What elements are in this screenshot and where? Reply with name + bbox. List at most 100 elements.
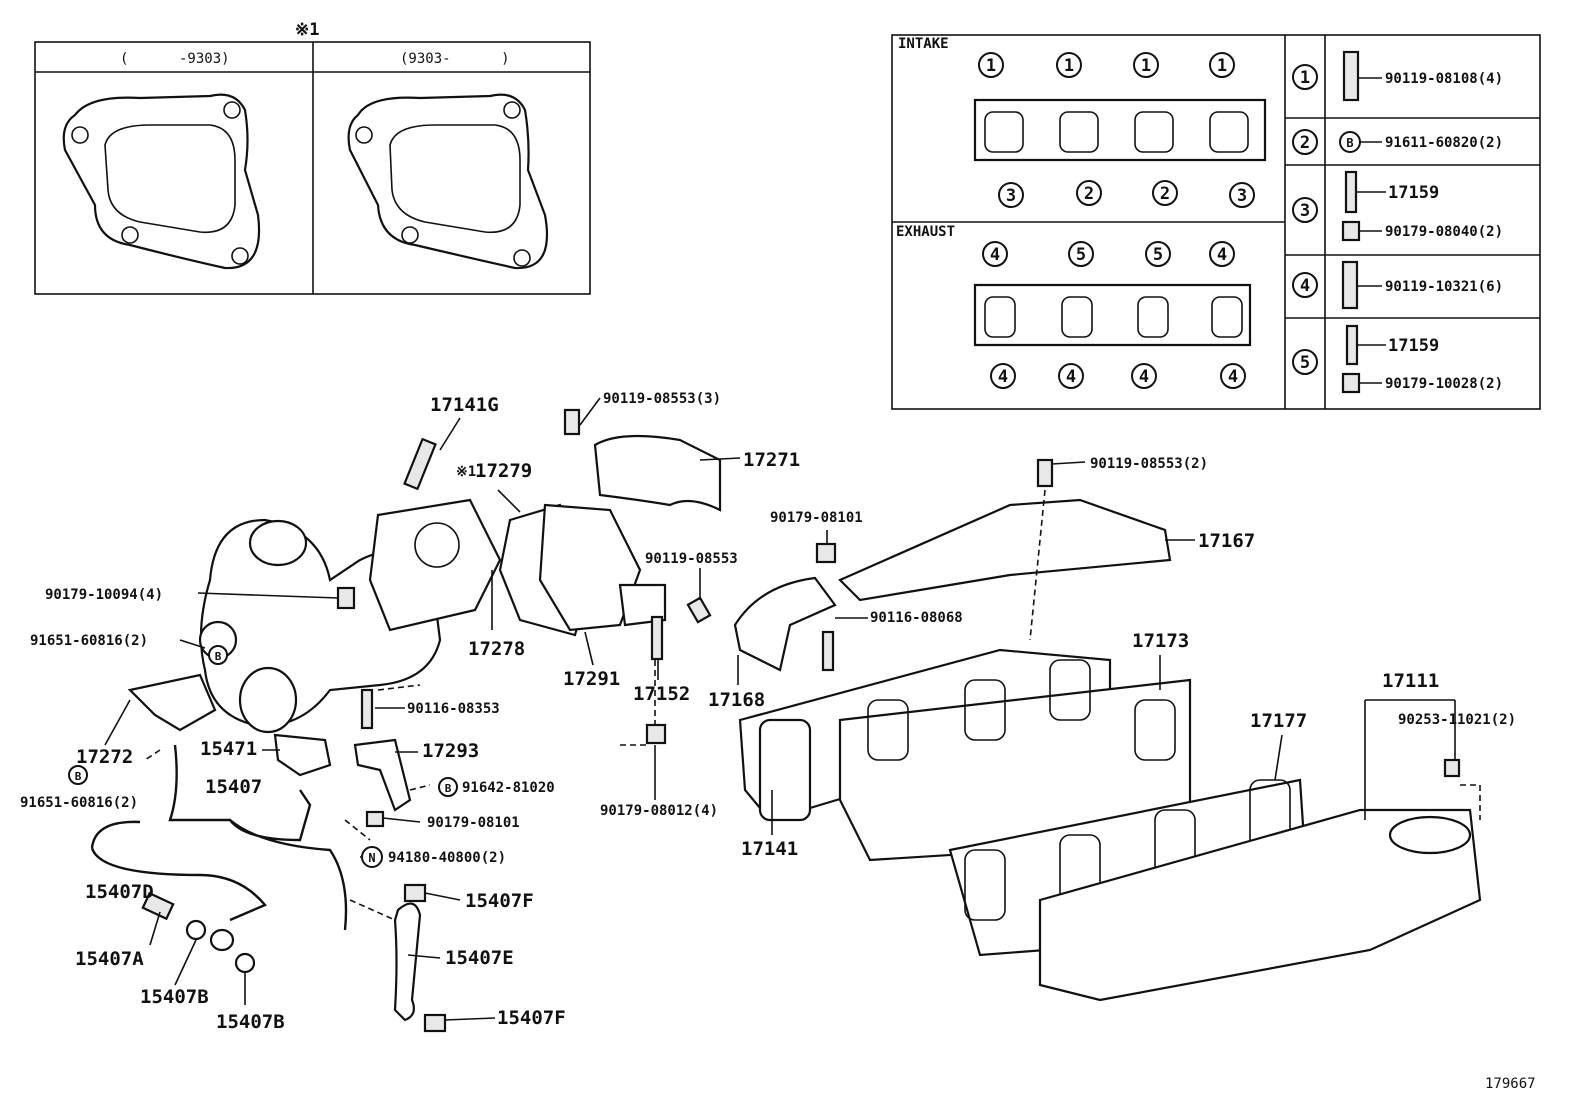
label-90179-08012: 90179-08012(4) [600, 803, 718, 819]
stud-icon [1345, 324, 1359, 366]
stud-17141G [403, 437, 437, 491]
bolt-90119-08553-2 [1036, 458, 1054, 488]
gasket-panel-mark: ※1 [295, 20, 319, 40]
svg-text:4: 4 [1139, 367, 1149, 387]
bolt-90119-08553 [686, 596, 712, 624]
label-17152: 17152 [633, 683, 690, 705]
nut-90179-08101-top [815, 542, 837, 564]
svg-text:5: 5 [1153, 245, 1163, 265]
label-17293: 17293 [422, 740, 479, 762]
label-90116-08068: 90116-08068 [870, 610, 963, 626]
mark-b-icon [68, 765, 88, 785]
label-17167: 17167 [1198, 530, 1255, 552]
label-15471: 15471 [200, 738, 257, 760]
label-90119-08553-2: 90119-08553(2) [1090, 456, 1208, 472]
svg-text:4: 4 [990, 245, 1000, 265]
svg-text:1: 1 [986, 56, 996, 76]
stud-90116-08068 [821, 630, 835, 672]
label-17279: 17279 [475, 460, 532, 482]
legend-key-1: 1 90119-08108(4) [1292, 50, 1503, 102]
svg-text:B: B [1346, 136, 1353, 150]
svg-text:5: 5 [1300, 353, 1310, 373]
label-17278: 17278 [468, 638, 525, 660]
svg-text:90179-10028(2): 90179-10028(2) [1385, 376, 1503, 392]
svg-text:2: 2 [1300, 133, 1310, 153]
exhaust-gasket-shape [973, 283, 1252, 347]
svg-text:4: 4 [1066, 367, 1076, 387]
svg-text:1: 1 [1300, 68, 1310, 88]
intake-gasket-shape [973, 98, 1267, 162]
washer-15407B-2 [234, 952, 256, 974]
label-15407B-a: 15407B [140, 986, 209, 1008]
mark-b-icon [438, 777, 458, 797]
label-15407E: 15407E [445, 947, 514, 969]
label-15407: 15407 [205, 776, 262, 798]
oil-pipe-15407 [168, 744, 348, 931]
nut-icon [1341, 220, 1361, 242]
svg-text:1: 1 [1217, 56, 1227, 76]
svg-text:4: 4 [1228, 367, 1238, 387]
clamp-15407F-top [403, 883, 427, 903]
label-17177: 17177 [1250, 710, 1307, 732]
label-15407F-a: 15407F [465, 890, 534, 912]
exhaust-top-marks: 4 5 5 4 [982, 241, 1235, 267]
stud-90116-08353 [360, 688, 374, 730]
label-17291: 17291 [563, 668, 620, 690]
legend-key-3: 3 17159 90179-08040(2) [1292, 170, 1503, 242]
svg-text:1: 1 [1141, 56, 1151, 76]
stud-17152 [650, 615, 664, 661]
mark-b-icon [208, 645, 228, 665]
label-17271: 17271 [743, 449, 800, 471]
label-17111: 17111 [1382, 670, 1439, 692]
svg-text:3: 3 [1237, 186, 1247, 206]
svg-text:B: B [445, 782, 452, 795]
exhaust-bottom-marks: 4 4 4 4 [990, 363, 1246, 389]
label-90179-10094: 90179-10094(4) [45, 587, 163, 603]
heat-insulator-17271 [593, 434, 722, 512]
exhaust-label: EXHAUST [896, 224, 955, 240]
svg-text:N: N [368, 851, 375, 865]
label-17141G: 17141G [430, 394, 499, 416]
svg-text:3: 3 [1006, 186, 1016, 206]
gasket-old-type [62, 93, 261, 270]
svg-text:2: 2 [1160, 184, 1170, 204]
label-90116-08353: 90116-08353 [407, 701, 500, 717]
label-15407B-b: 15407B [216, 1011, 285, 1033]
exhaust-elbow [538, 503, 642, 632]
gasket-15471 [273, 733, 332, 777]
heat-insulator-17168 [733, 576, 837, 672]
svg-text:1: 1 [1064, 56, 1074, 76]
label-15407F-b: 15407F [497, 1007, 566, 1029]
nut-90253-11021 [1443, 758, 1461, 778]
label-91642-81020: 91642-81020 [462, 780, 555, 796]
parts-drawing [90, 408, 1482, 1033]
svg-text:5: 5 [1076, 245, 1086, 265]
svg-text:4: 4 [998, 367, 1008, 387]
label-90179-08101-top: 90179-08101 [770, 510, 863, 526]
intake-manifold [1038, 808, 1482, 1002]
gasket-left-header: ( -9303) [120, 51, 230, 67]
fitting-15407A [141, 891, 175, 921]
intake-bottom-marks: 3 2 2 3 [998, 180, 1255, 208]
washer-15407B-1 [185, 919, 207, 941]
svg-text:90119-08108(4): 90119-08108(4) [1385, 71, 1503, 87]
svg-text:4: 4 [1217, 245, 1227, 265]
nut-icon [1341, 372, 1361, 394]
svg-text:4: 4 [1300, 276, 1310, 296]
fitting-15407D [209, 928, 235, 952]
legend-key-2: 2 B 91611-60820(2) [1292, 129, 1503, 155]
nut-90179-08101-low [365, 810, 385, 828]
label-17279-mark: ※1 [456, 464, 476, 480]
heat-insulator-17167 [838, 498, 1172, 602]
svg-text:91611-60820(2): 91611-60820(2) [1385, 135, 1503, 151]
intake-top-marks: 1 1 1 1 [978, 52, 1235, 78]
part-labels: 17141G 90119-08553(3) 17271 ※1 17279 901… [20, 391, 1536, 1092]
svg-text:90119-10321(6): 90119-10321(6) [1385, 279, 1503, 295]
manifold-legend: INTAKE EXHAUST 1 1 1 1 3 2 2 3 4 5 5 [891, 34, 1541, 410]
label-15407A: 15407A [75, 948, 144, 970]
diagram-id: 179667 [1485, 1076, 1536, 1092]
nut-90179-08012 [645, 723, 667, 745]
label-17141: 17141 [741, 838, 798, 860]
legend-key-4: 4 90119-10321(6) [1292, 260, 1503, 310]
